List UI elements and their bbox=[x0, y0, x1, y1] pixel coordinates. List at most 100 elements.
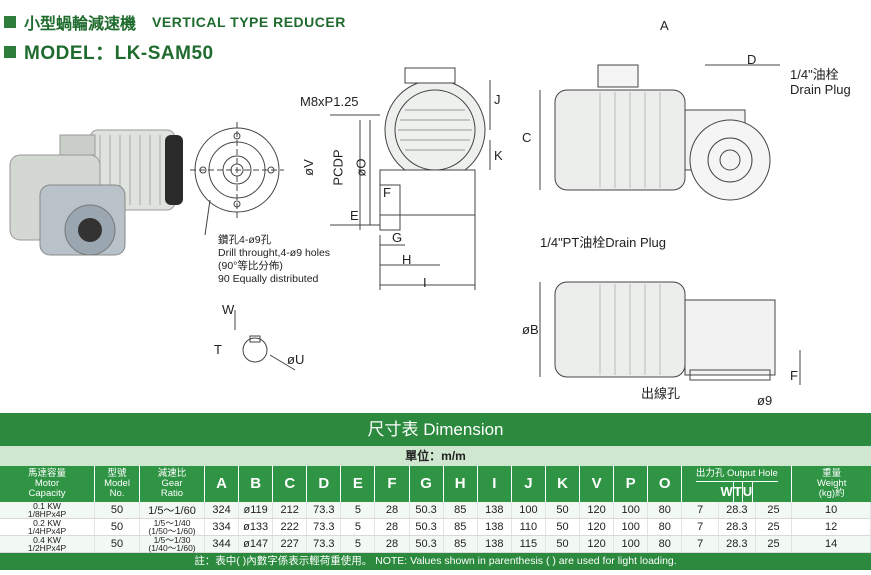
cable-hole-label: 出線孔 bbox=[641, 386, 681, 401]
unit-label: 單位：m/m bbox=[0, 446, 871, 466]
cell-dim-a: 334 bbox=[205, 519, 240, 535]
product-photo bbox=[9, 129, 183, 256]
cell-dim-v: 120 bbox=[580, 536, 615, 552]
drain-top-label-2: Drain Plug bbox=[790, 82, 851, 97]
header-dim-b: B bbox=[239, 466, 274, 502]
header-text: 馬達容量 bbox=[27, 468, 66, 479]
t-label: T bbox=[214, 342, 222, 357]
motor-top-view bbox=[539, 64, 780, 201]
k-label: K bbox=[494, 148, 503, 163]
header-text: 減速比 bbox=[157, 468, 187, 479]
header-text: 重量 bbox=[822, 468, 842, 479]
side-view bbox=[330, 67, 491, 290]
bullet-square-icon bbox=[4, 16, 16, 28]
cell-dim-h: 85 bbox=[444, 519, 478, 535]
e-label: E bbox=[350, 208, 359, 223]
cell-line: (1/40～1/60) bbox=[148, 543, 196, 553]
f-label: F bbox=[383, 185, 391, 200]
dimension-table: 尺寸表 Dimension 單位：m/m 馬達容量 Motor Capacity… bbox=[0, 413, 871, 570]
header-dim-a: A bbox=[205, 466, 240, 502]
header-dim-o: O bbox=[648, 466, 683, 502]
cell-weight: 12 bbox=[792, 519, 871, 535]
cell-dim-i: 138 bbox=[478, 502, 512, 518]
cell-model: 50 bbox=[95, 502, 140, 518]
cell-u: 25 bbox=[756, 536, 793, 552]
table-title: 尺寸表 Dimension bbox=[0, 413, 871, 446]
header-u: U bbox=[743, 482, 754, 502]
cell-dim-j: 110 bbox=[512, 519, 546, 535]
a-label: A bbox=[660, 18, 669, 33]
hole9-label: ø9 bbox=[757, 393, 773, 408]
header-dim-k: K bbox=[546, 466, 581, 502]
header-text: Capacity bbox=[28, 488, 66, 499]
cell-line: 1/5～1/30 bbox=[153, 535, 191, 545]
model-label: MODEL：LK-SAM50 bbox=[24, 43, 214, 64]
cell-dim-v: 120 bbox=[580, 502, 615, 518]
d-label: D bbox=[747, 52, 757, 67]
cell-dim-d: 73.3 bbox=[307, 519, 342, 535]
cell-u: 25 bbox=[756, 502, 793, 518]
cell-dim-b: ø119 bbox=[239, 502, 274, 518]
cell-w: 7 bbox=[682, 536, 719, 552]
header-ratio: 減速比 Gear Ratio bbox=[140, 466, 205, 502]
technical-drawing bbox=[9, 64, 801, 385]
outhole-title: 出力孔 Output Hole bbox=[695, 466, 778, 482]
title-english: VERTICAL TYPE REDUCER bbox=[152, 14, 346, 30]
cell-dim-f: 28 bbox=[375, 519, 410, 535]
cell-ratio: 1/5～1/40(1/50～1/60) bbox=[140, 519, 205, 535]
header-text: Model bbox=[104, 478, 130, 489]
header-dim-d: D bbox=[307, 466, 342, 502]
cell-dim-o: 80 bbox=[648, 536, 683, 552]
cell-dim-b: ø133 bbox=[239, 519, 274, 535]
note-line: (90°等比分佈) bbox=[218, 260, 283, 272]
cell-weight: 10 bbox=[792, 502, 871, 518]
header-model: 型號 Model No. bbox=[95, 466, 140, 502]
pcd-label: PCDP bbox=[330, 149, 346, 186]
o-label: øO bbox=[353, 158, 369, 177]
header-dim-e: E bbox=[341, 466, 376, 502]
header-text: Motor bbox=[34, 478, 60, 489]
note-line: 鑽孔4-ø9孔 bbox=[218, 234, 272, 246]
cell-ratio: 1/5～1/60 bbox=[140, 502, 205, 518]
header-dim-f: F bbox=[375, 466, 410, 502]
cell-u: 25 bbox=[756, 519, 793, 535]
cell-dim-h: 85 bbox=[444, 536, 478, 552]
cell-dim-c: 212 bbox=[273, 502, 308, 518]
cell-dim-a: 324 bbox=[205, 502, 240, 518]
cell-line: (1/50～1/60) bbox=[148, 526, 196, 536]
title-chinese: 小型蝸輪減速機 bbox=[24, 16, 137, 33]
header-weight: 重量 Weight (kg)約 bbox=[792, 466, 871, 502]
header-dim-g: G bbox=[410, 466, 444, 502]
cell-dim-c: 222 bbox=[273, 519, 308, 535]
header-outhole: 出力孔 Output Hole W T U bbox=[682, 466, 793, 502]
cell-dim-e: 5 bbox=[341, 502, 376, 518]
c-label: C bbox=[522, 130, 532, 145]
header-w: W bbox=[721, 482, 734, 502]
m8-label: M8xP1.25 bbox=[300, 94, 359, 109]
cell-line: 1/5～1/40 bbox=[153, 518, 191, 528]
header-text: Ratio bbox=[160, 488, 184, 499]
cell-line: 0.4 KW bbox=[33, 535, 61, 545]
cell-t: 28.3 bbox=[719, 536, 756, 552]
cell-dim-k: 50 bbox=[546, 536, 581, 552]
cell-dim-d: 73.3 bbox=[307, 502, 342, 518]
key-view bbox=[234, 310, 296, 371]
cell-dim-e: 5 bbox=[341, 536, 376, 552]
motor-bottom-view bbox=[539, 281, 801, 385]
cell-dim-k: 50 bbox=[546, 519, 581, 535]
header-dim-h: H bbox=[444, 466, 478, 502]
cell-dim-e: 5 bbox=[341, 519, 376, 535]
b-label: øB bbox=[522, 322, 539, 337]
flange-view bbox=[190, 122, 284, 236]
note-line: Drill throught,4-ø9 holes bbox=[218, 247, 331, 259]
cell-dim-i: 138 bbox=[478, 519, 512, 535]
header-text: (kg)約 bbox=[818, 488, 845, 499]
cell-line: 1/4HPx4P bbox=[27, 526, 67, 536]
cell-dim-b: ø147 bbox=[239, 536, 274, 552]
cell-dim-g: 50.3 bbox=[410, 536, 444, 552]
